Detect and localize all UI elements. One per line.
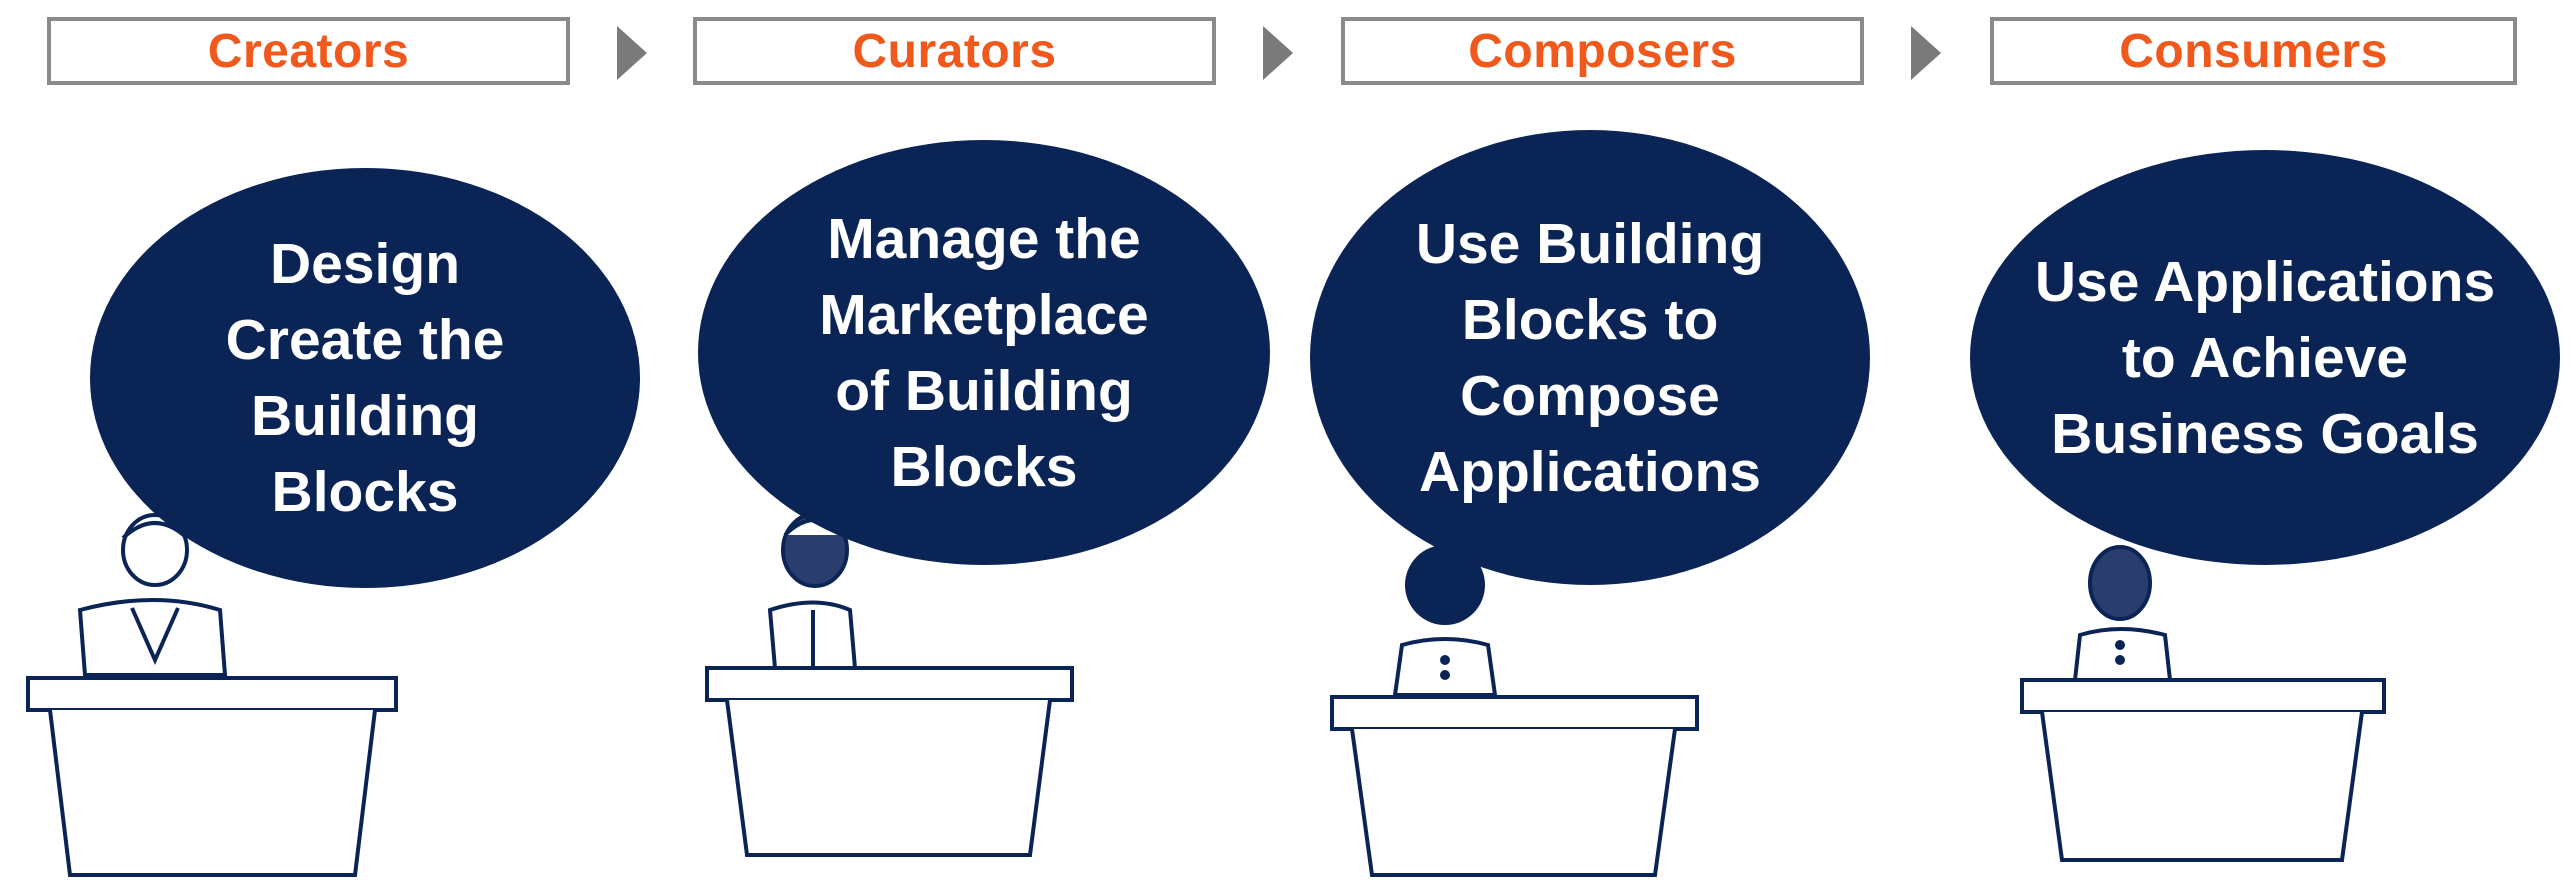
stage-label-creators: Creators (47, 17, 570, 85)
stage-description-bubble-composers: Use Building Blocks to Compose Applicati… (1310, 130, 1870, 585)
stage-description-curators: Manage the Marketplace of Building Block… (819, 206, 1149, 499)
stage-description-bubble-curators: Manage the Marketplace of Building Block… (698, 140, 1270, 565)
stage-label-composers: Composers (1341, 17, 1864, 85)
stage-description-composers: Use Building Blocks to Compose Applicati… (1415, 211, 1765, 504)
stage-label-curators: Curators (693, 17, 1216, 85)
stage-description-bubble-creators: Design Create the Building Blocks (90, 168, 640, 588)
person-at-podium-icon (26, 513, 398, 877)
chevron-right-icon (1911, 26, 1941, 80)
stage-label-consumers: Consumers (1990, 17, 2517, 85)
person-at-podium-icon (1330, 545, 1699, 877)
person-at-podium-icon (2020, 545, 2386, 862)
stage-description-bubble-consumers: Use Applications to Achieve Business Goa… (1970, 150, 2560, 565)
person-at-podium-icon (705, 512, 1074, 857)
stage-description-consumers: Use Applications to Achieve Business Goa… (2034, 249, 2496, 466)
chevron-right-icon (1263, 26, 1293, 80)
stage-description-creators: Design Create the Building Blocks (225, 232, 505, 524)
chevron-right-icon (617, 26, 647, 80)
